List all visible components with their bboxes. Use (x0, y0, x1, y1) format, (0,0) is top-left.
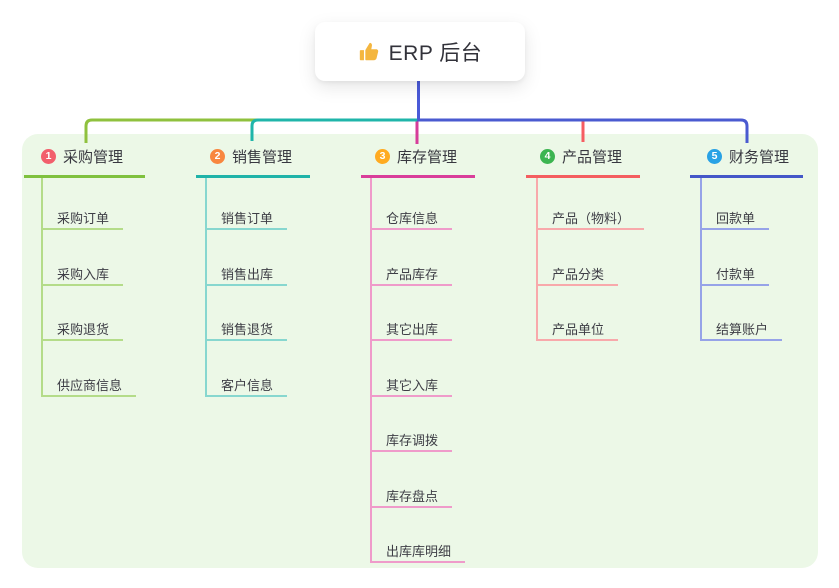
branch-label: 产品管理 (562, 149, 623, 166)
child-node[interactable]: 采购订单 (41, 203, 124, 230)
child-node[interactable]: 产品单位 (536, 314, 619, 341)
branch-label: 财务管理 (729, 149, 790, 166)
branch-label: 采购管理 (63, 149, 124, 166)
child-node[interactable]: 销售退货 (205, 314, 288, 341)
branch-number-badge: 5 (707, 149, 722, 164)
branch-number-badge: 2 (210, 149, 225, 164)
child-node[interactable]: 回款单 (700, 203, 770, 230)
child-node[interactable]: 客户信息 (205, 370, 288, 397)
child-node[interactable]: 出库库明细 (370, 536, 466, 563)
branch-header[interactable]: 5 财务管理 (690, 146, 803, 178)
branch-number-badge: 3 (375, 149, 390, 164)
branch-label: 销售管理 (232, 149, 293, 166)
child-node[interactable]: 产品库存 (370, 259, 453, 286)
child-node[interactable]: 付款单 (700, 259, 770, 286)
branch-label: 库存管理 (397, 149, 458, 166)
child-node[interactable]: 销售出库 (205, 259, 288, 286)
child-node[interactable]: 仓库信息 (370, 203, 453, 230)
branch-number-badge: 1 (41, 149, 56, 164)
branch-header[interactable]: 2 销售管理 (196, 146, 310, 178)
branch-2: 2 销售管理 销售订单销售出库销售退货客户信息 (196, 146, 310, 397)
branch-4: 4 产品管理 产品（物料） 产品分类产品单位 (526, 146, 645, 341)
child-node[interactable]: 产品（物料） (536, 203, 645, 230)
child-node[interactable]: 库存调拨 (370, 425, 453, 452)
child-node[interactable]: 采购入库 (41, 259, 124, 286)
branch-rail (536, 178, 538, 341)
child-node[interactable]: 其它出库 (370, 314, 453, 341)
branch-number-badge: 4 (540, 149, 555, 164)
branch-1: 1 采购管理 采购订单采购入库采购退货供应商信息 (24, 146, 145, 397)
child-node[interactable]: 结算账户 (700, 314, 783, 341)
branch-header[interactable]: 3 库存管理 (361, 146, 475, 178)
branches-panel (22, 134, 818, 568)
child-node[interactable]: 产品分类 (536, 259, 619, 286)
child-node[interactable]: 库存盘点 (370, 481, 453, 508)
branch-5: 5 财务管理 回款单付款单结算账户 (690, 146, 803, 341)
branch-rail (205, 178, 207, 397)
child-node[interactable]: 销售订单 (205, 203, 288, 230)
child-node[interactable]: 其它入库 (370, 370, 453, 397)
branch-rail (370, 178, 372, 563)
thumbs-up-icon (358, 41, 380, 63)
branch-rail (700, 178, 702, 341)
child-node[interactable]: 供应商信息 (41, 370, 137, 397)
root-node-title: ERP 后台 (388, 41, 483, 65)
child-node[interactable]: 采购退货 (41, 314, 124, 341)
branch-3: 3 库存管理 仓库信息产品库存其它出库其它入库库存调拨库存盘点出库库明细 (361, 146, 475, 563)
branch-rail (41, 178, 43, 397)
root-node[interactable]: ERP 后台 (315, 22, 525, 81)
branch-header[interactable]: 1 采购管理 (24, 146, 145, 178)
branch-header[interactable]: 4 产品管理 (526, 146, 640, 178)
